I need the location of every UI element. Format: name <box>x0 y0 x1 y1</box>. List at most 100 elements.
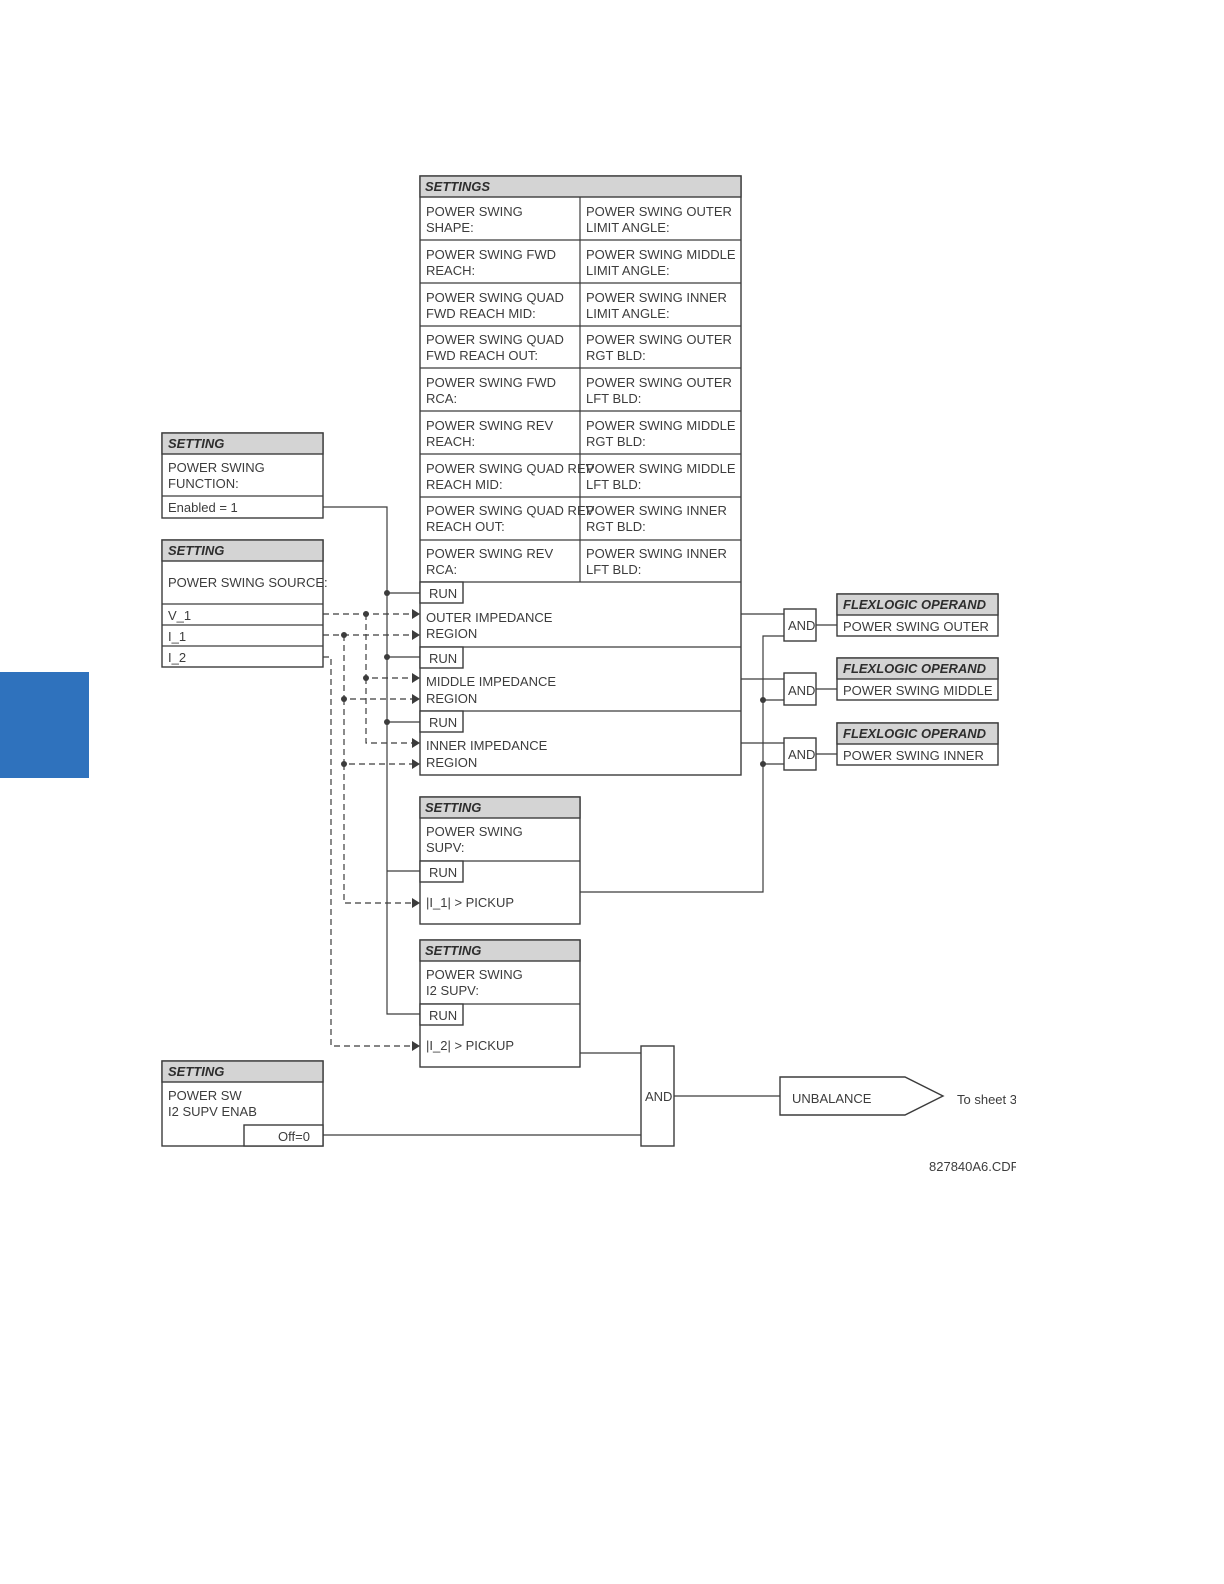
enab-setting-header: SETTING <box>168 1064 224 1079</box>
setting-cell: FWD REACH MID: <box>426 306 536 321</box>
i2supv-setting-label: I2 SUPV: <box>426 983 479 998</box>
source-setting-label: POWER SWING SOURCE: <box>168 575 328 590</box>
setting-cell: RGT BLD: <box>586 434 646 449</box>
junction-dots <box>341 590 766 767</box>
setting-cell: POWER SWING MIDDLE <box>586 461 736 476</box>
unbalance-output: UNBALANCE <box>779 1076 945 1116</box>
solid-wires <box>323 506 837 1136</box>
function-setting-label: POWER SWING <box>168 460 265 475</box>
signal-i1: I_1 <box>168 629 186 644</box>
setting-cell: FWD REACH OUT: <box>426 348 538 363</box>
and-gate-middle: AND <box>783 672 817 706</box>
function-setting-label: FUNCTION: <box>168 476 239 491</box>
middle-region-label: REGION <box>426 691 477 706</box>
setting-cell: SHAPE: <box>426 220 474 235</box>
setting-cell: REACH MID: <box>426 477 503 492</box>
signal-i2: I_2 <box>168 650 186 665</box>
supv-setting-header: SETTING <box>425 800 481 815</box>
setting-cell: POWER SWING QUAD REV <box>426 503 595 518</box>
setting-cell: POWER SWING QUAD <box>426 332 564 347</box>
operand-name: POWER SWING OUTER <box>843 619 989 634</box>
operand-header: FLEXLOGIC OPERAND <box>843 661 987 676</box>
operand-outer: FLEXLOGIC OPERAND POWER SWING OUTER <box>836 593 999 637</box>
setting-cell: POWER SWING REV <box>426 418 553 433</box>
i2supv-setting-label: POWER SWING <box>426 967 523 982</box>
arrowheads <box>412 609 420 1051</box>
setting-cell: POWER SWING INNER <box>586 503 727 518</box>
i2supv-setting-header: SETTING <box>425 943 481 958</box>
setting-cell: POWER SWING OUTER <box>586 332 732 347</box>
enab-setting-label: I2 SUPV ENAB <box>168 1104 257 1119</box>
supv-setting-label: SUPV: <box>426 840 465 855</box>
setting-cell: RGT BLD: <box>586 348 646 363</box>
drawing-id: 827840A6.CDR <box>929 1159 1020 1174</box>
supv-pickup-label: |I_1| > PICKUP <box>426 895 514 910</box>
setting-cell: POWER SWING INNER <box>586 546 727 561</box>
setting-cell: POWER SWING QUAD REV <box>426 461 595 476</box>
supv-setting-box: SETTING POWER SWING SUPV: RUN |I_1| > PI… <box>419 796 581 925</box>
outer-region-label: REGION <box>426 626 477 641</box>
and-gate-label: AND <box>788 747 815 762</box>
and-gate-unbalance: AND <box>640 1045 675 1147</box>
and-gate-inner: AND <box>783 737 817 771</box>
operand-name: POWER SWING MIDDLE <box>843 683 993 698</box>
function-setting-value: Enabled = 1 <box>168 500 238 515</box>
operand-header: FLEXLOGIC OPERAND <box>843 726 987 741</box>
supv-run-label: RUN <box>429 865 457 880</box>
outer-region-label: OUTER IMPEDANCE <box>426 610 553 625</box>
i2supv-pickup-label: |I_2| > PICKUP <box>426 1038 514 1053</box>
outer-run-label: RUN <box>429 586 457 601</box>
setting-cell: POWER SWING MIDDLE <box>586 418 736 433</box>
operand-name: POWER SWING INNER <box>843 748 984 763</box>
middle-run-label: RUN <box>429 651 457 666</box>
chapter-tab <box>0 672 89 778</box>
to-sheet-label: To sheet 3 <box>957 1092 1017 1107</box>
setting-cell: REACH OUT: <box>426 519 505 534</box>
setting-cell: LFT BLD: <box>586 477 641 492</box>
i2supv-run-label: RUN <box>429 1008 457 1023</box>
setting-cell: POWER SWING INNER <box>586 290 727 305</box>
setting-cell: RGT BLD: <box>586 519 646 534</box>
signal-v1: V_1 <box>168 608 191 623</box>
setting-cell: REACH: <box>426 434 475 449</box>
operand-middle: FLEXLOGIC OPERAND POWER SWING MIDDLE <box>836 657 999 701</box>
setting-cell: REACH: <box>426 263 475 278</box>
setting-cell: POWER SWING <box>426 204 523 219</box>
setting-cell: LFT BLD: <box>586 562 641 577</box>
and-gate-label: AND <box>788 683 815 698</box>
setting-cell: POWER SWING QUAD <box>426 290 564 305</box>
setting-cell: LIMIT ANGLE: <box>586 220 670 235</box>
setting-cell: RCA: <box>426 391 457 406</box>
enab-setting-box: SETTING POWER SW I2 SUPV ENAB Off=0 <box>161 1060 324 1147</box>
inner-run-label: RUN <box>429 715 457 730</box>
settings-table-header: SETTINGS <box>425 179 490 194</box>
middle-region-label: MIDDLE IMPEDANCE <box>426 674 556 689</box>
setting-cell: POWER SWING REV <box>426 546 553 561</box>
setting-cell: RCA: <box>426 562 457 577</box>
setting-cell: POWER SWING FWD <box>426 375 556 390</box>
setting-cell: POWER SWING OUTER <box>586 204 732 219</box>
and-gate-outer: AND <box>783 608 817 642</box>
setting-cell: POWER SWING FWD <box>426 247 556 262</box>
inner-region-label: REGION <box>426 755 477 770</box>
setting-cell: POWER SWING OUTER <box>586 375 732 390</box>
source-setting-header: SETTING <box>168 543 224 558</box>
function-setting-box: SETTING POWER SWING FUNCTION: Enabled = … <box>161 432 324 519</box>
setting-cell: LIMIT ANGLE: <box>586 306 670 321</box>
setting-cell: LIMIT ANGLE: <box>586 263 670 278</box>
source-setting-box: SETTING POWER SWING SOURCE: V_1 I_1 I_2 <box>161 539 328 668</box>
unbalance-label: UNBALANCE <box>792 1091 872 1106</box>
setting-cell: LFT BLD: <box>586 391 641 406</box>
operand-header: FLEXLOGIC OPERAND <box>843 597 987 612</box>
setting-cell: POWER SWING MIDDLE <box>586 247 736 262</box>
inner-region-label: INNER IMPEDANCE <box>426 738 548 753</box>
i2supv-setting-box: SETTING POWER SWING I2 SUPV: RUN |I_2| >… <box>419 939 581 1068</box>
settings-table: SETTINGS POWER SWING SHAPE: POWER SWING … <box>419 175 742 776</box>
operand-inner: FLEXLOGIC OPERAND POWER SWING INNER <box>836 722 999 766</box>
supv-setting-label: POWER SWING <box>426 824 523 839</box>
and-gate-label: AND <box>788 618 815 633</box>
enab-setting-value: Off=0 <box>278 1129 310 1144</box>
and-gate-label: AND <box>645 1089 672 1104</box>
enab-setting-label: POWER SW <box>168 1088 242 1103</box>
